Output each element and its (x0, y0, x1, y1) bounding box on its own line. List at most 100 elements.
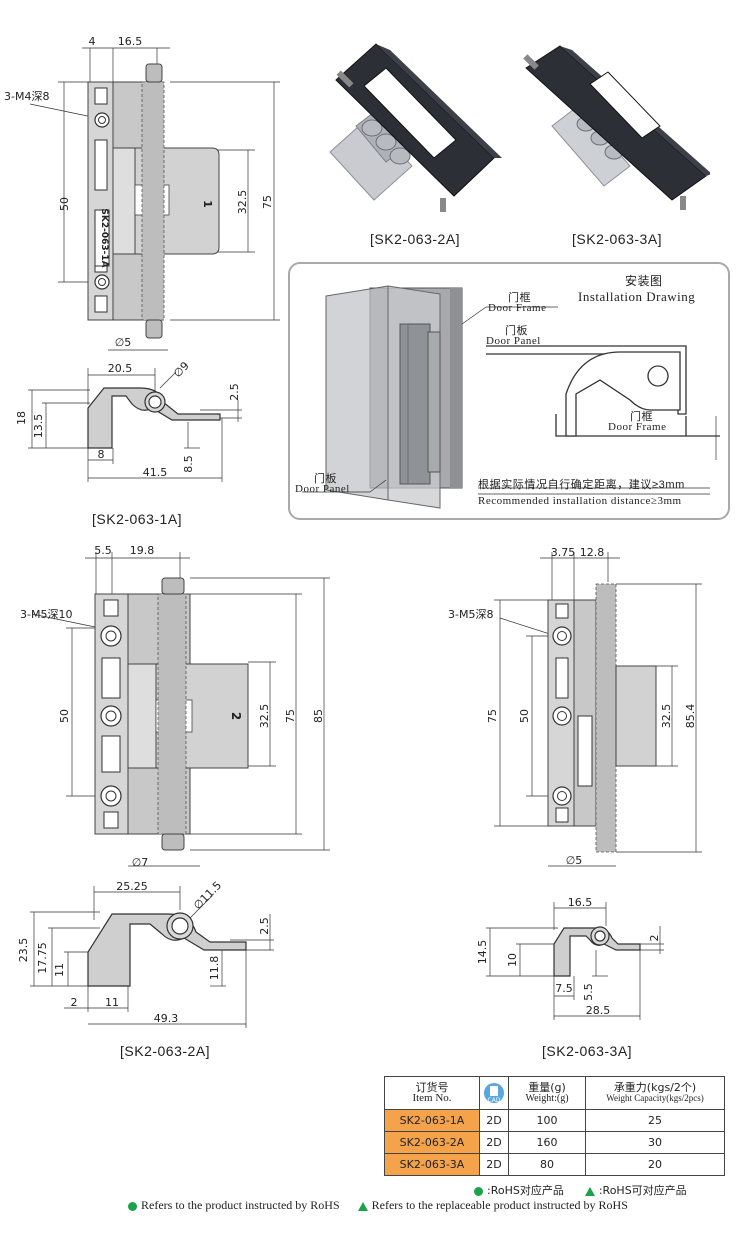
dim-2a-right-1: 75 (284, 709, 297, 723)
dim-3a-bottom: ∅5 (566, 854, 583, 867)
dim-2a-left: 50 (58, 709, 71, 723)
dim-3a-side-thick: 2 (648, 935, 661, 942)
dim-3a-side-h1: 14.5 (476, 940, 489, 965)
dim-2a-bottom: ∅7 (132, 856, 149, 869)
dim-2a-side-b2: 11 (105, 996, 119, 1009)
table-row: SK2-063-3A 2D 80 20 (384, 1153, 725, 1176)
cell-weight: 80 (508, 1153, 586, 1176)
cell-weight: 160 (508, 1131, 586, 1154)
cell-capacity: 30 (585, 1131, 725, 1154)
thread-1a: 3-M4深8 (4, 90, 49, 103)
cell-weight: 100 (508, 1109, 586, 1132)
door-frame-cn: 门框 (508, 292, 531, 304)
rohs-triangle-icon-en (357, 1201, 368, 1211)
legend-rohs-repl-cn: :RoHS可对应产品 (598, 1184, 687, 1197)
drawing-2a-side: 25.25 ∅11.5 2.5 23.5 17.75 11 2 11 11.8 … (17, 879, 274, 1028)
door-frame-en: Door Frame (488, 302, 547, 314)
caption-2a: [SK2-063-2A] (120, 1043, 211, 1059)
spec-table: 订货号 Item No. CAD 重量(g) Weight:(g) 承重力(kg… (384, 1076, 725, 1176)
header-item-no-en: Item No. (412, 1092, 452, 1104)
header-weight-cn: 重量(g) (528, 1081, 566, 1094)
door-panel-en: Door Panel (486, 335, 541, 347)
dim-3a-left-0: 75 (486, 709, 499, 723)
cell-cad[interactable]: 2D (479, 1109, 509, 1132)
door-panel2-cn: 门板 (314, 473, 337, 485)
header-weight-en: Weight:(g) (525, 1093, 569, 1104)
dim-3a-right-0: 32.5 (660, 704, 673, 729)
dim-1a-side-thick: 2.5 (228, 383, 241, 401)
dim-3a-side-total: 28.5 (586, 1004, 611, 1017)
dim-2a-top-1: 19.8 (130, 544, 155, 557)
spec-table-header: 订货号 Item No. CAD 重量(g) Weight:(g) 承重力(kg… (384, 1076, 725, 1110)
dim-1a-right-0: 32.5 (236, 190, 249, 215)
cell-capacity: 25 (585, 1109, 725, 1132)
dim-3a-left-1: 50 (518, 709, 531, 723)
svg-text:1: 1 (201, 200, 214, 208)
door-frame2-en: Door Frame (608, 421, 667, 433)
dim-3a-right-1: 85.4 (684, 704, 697, 729)
cad-icon-label: CAD (487, 1097, 501, 1104)
header-capacity: 承重力(kgs/2个) Weight Capacity(kgs/2pcs) (585, 1076, 725, 1110)
dim-1a-side-b1: 8 (98, 448, 105, 461)
door-panel2-en: Door Panel (295, 483, 350, 495)
cell-cad[interactable]: 2D (479, 1153, 509, 1176)
dim-1a-side-b2: 8.5 (182, 455, 195, 473)
installation-illustration (302, 285, 720, 509)
dim-2a-side-hole: ∅11.5 (191, 879, 224, 912)
dim-1a-top-1: 16.5 (118, 35, 143, 48)
dim-3a-side-width: 16.5 (568, 896, 593, 909)
cell-item: SK2-063-2A (384, 1131, 480, 1154)
dim-2a-side-h2: 17.75 (36, 942, 49, 974)
thread-3a: 3-M5深8 (448, 608, 493, 621)
dim-3a-side-b1: 7.5 (555, 982, 573, 995)
thread-2a: 3-M5深10 (20, 608, 72, 621)
drawing-3a-side: 16.5 2 14.5 10 7.5 5.5 28.5 (476, 896, 664, 1020)
cell-item: SK2-063-1A (384, 1109, 480, 1132)
caption-photo-3a: [SK2-063-3A] (572, 231, 663, 247)
dim-1a-side-hole: ∅9 (171, 360, 192, 380)
legend-cn: :RoHS对应产品 :RoHS可对应产品 (474, 1182, 687, 1198)
header-cad: CAD (479, 1076, 509, 1110)
dim-1a-top-0: 4 (89, 35, 96, 48)
caption-1a: [SK2-063-1A] (92, 511, 183, 527)
caption-3a: [SK2-063-3A] (542, 1043, 633, 1059)
dim-2a-side-total: 49.3 (154, 1012, 179, 1025)
rohs-dot-icon-en (128, 1201, 137, 1211)
dim-3a-top-0: 3.75 (551, 546, 576, 559)
rohs-dot-icon (474, 1186, 483, 1196)
cad-icon: CAD (484, 1083, 504, 1104)
dim-1a-side-h2: 13.5 (32, 414, 45, 439)
dim-3a-side-h2: 10 (506, 953, 519, 967)
dim-1a-side-total: 41.5 (143, 466, 168, 479)
cell-item: SK2-063-3A (384, 1153, 480, 1176)
table-row: SK2-063-1A 2D 100 25 (384, 1109, 725, 1132)
header-weight: 重量(g) Weight:(g) (508, 1076, 586, 1110)
header-capacity-cn: 承重力(kgs/2个) (613, 1081, 697, 1094)
dim-2a-side-b3: 11.8 (208, 956, 221, 981)
install-note-cn: 根据实际情况自行确定距离，建议≥3mm (478, 479, 685, 491)
rohs-triangle-icon (584, 1186, 595, 1196)
dim-2a-top-0: 5.5 (94, 544, 112, 557)
dim-1a-side-width: 20.5 (108, 362, 133, 375)
dim-2a-side-h3: 11 (53, 963, 66, 977)
drawing-3a-front: 3.75 12.8 3-M5深8 75 50 32.5 85.4 ∅5 (448, 546, 702, 867)
header-item-no-cn: 订货号 (415, 1081, 449, 1094)
dim-1a-right-1: 75 (261, 195, 274, 209)
dim-2a-right-0: 32.5 (258, 704, 271, 729)
install-title-cn: 安装图 (625, 274, 663, 288)
door-panel-cn: 门板 (505, 325, 528, 337)
dim-1a-bottom: ∅5 (115, 336, 132, 349)
header-item-no: 订货号 Item No. (384, 1076, 480, 1110)
dim-2a-right-2: 85 (312, 709, 325, 723)
drawing-1a-front: SK2-063-1A 1 4 16.5 3-M4深8 50 32.5 75 ∅5 (4, 35, 280, 351)
cell-cad[interactable]: 2D (479, 1131, 509, 1154)
table-row: SK2-063-2A 2D 160 30 (384, 1131, 725, 1154)
svg-text:2: 2 (229, 712, 243, 720)
part-mark-1a: SK2-063-1A (99, 208, 109, 267)
install-note-en: Recommended installation distance≥3mm (478, 495, 682, 507)
header-capacity-en: Weight Capacity(kgs/2pcs) (606, 1093, 704, 1103)
door-frame2-cn: 门框 (630, 411, 653, 423)
dim-2a-side-h1: 23.5 (17, 938, 30, 963)
legend-rohs-en: Refers to the product instructed by RoHS (141, 1198, 340, 1212)
drawing-2a-front: 2 5.5 19.8 3-M5深10 50 32.5 75 85 ∅7 (20, 544, 330, 869)
